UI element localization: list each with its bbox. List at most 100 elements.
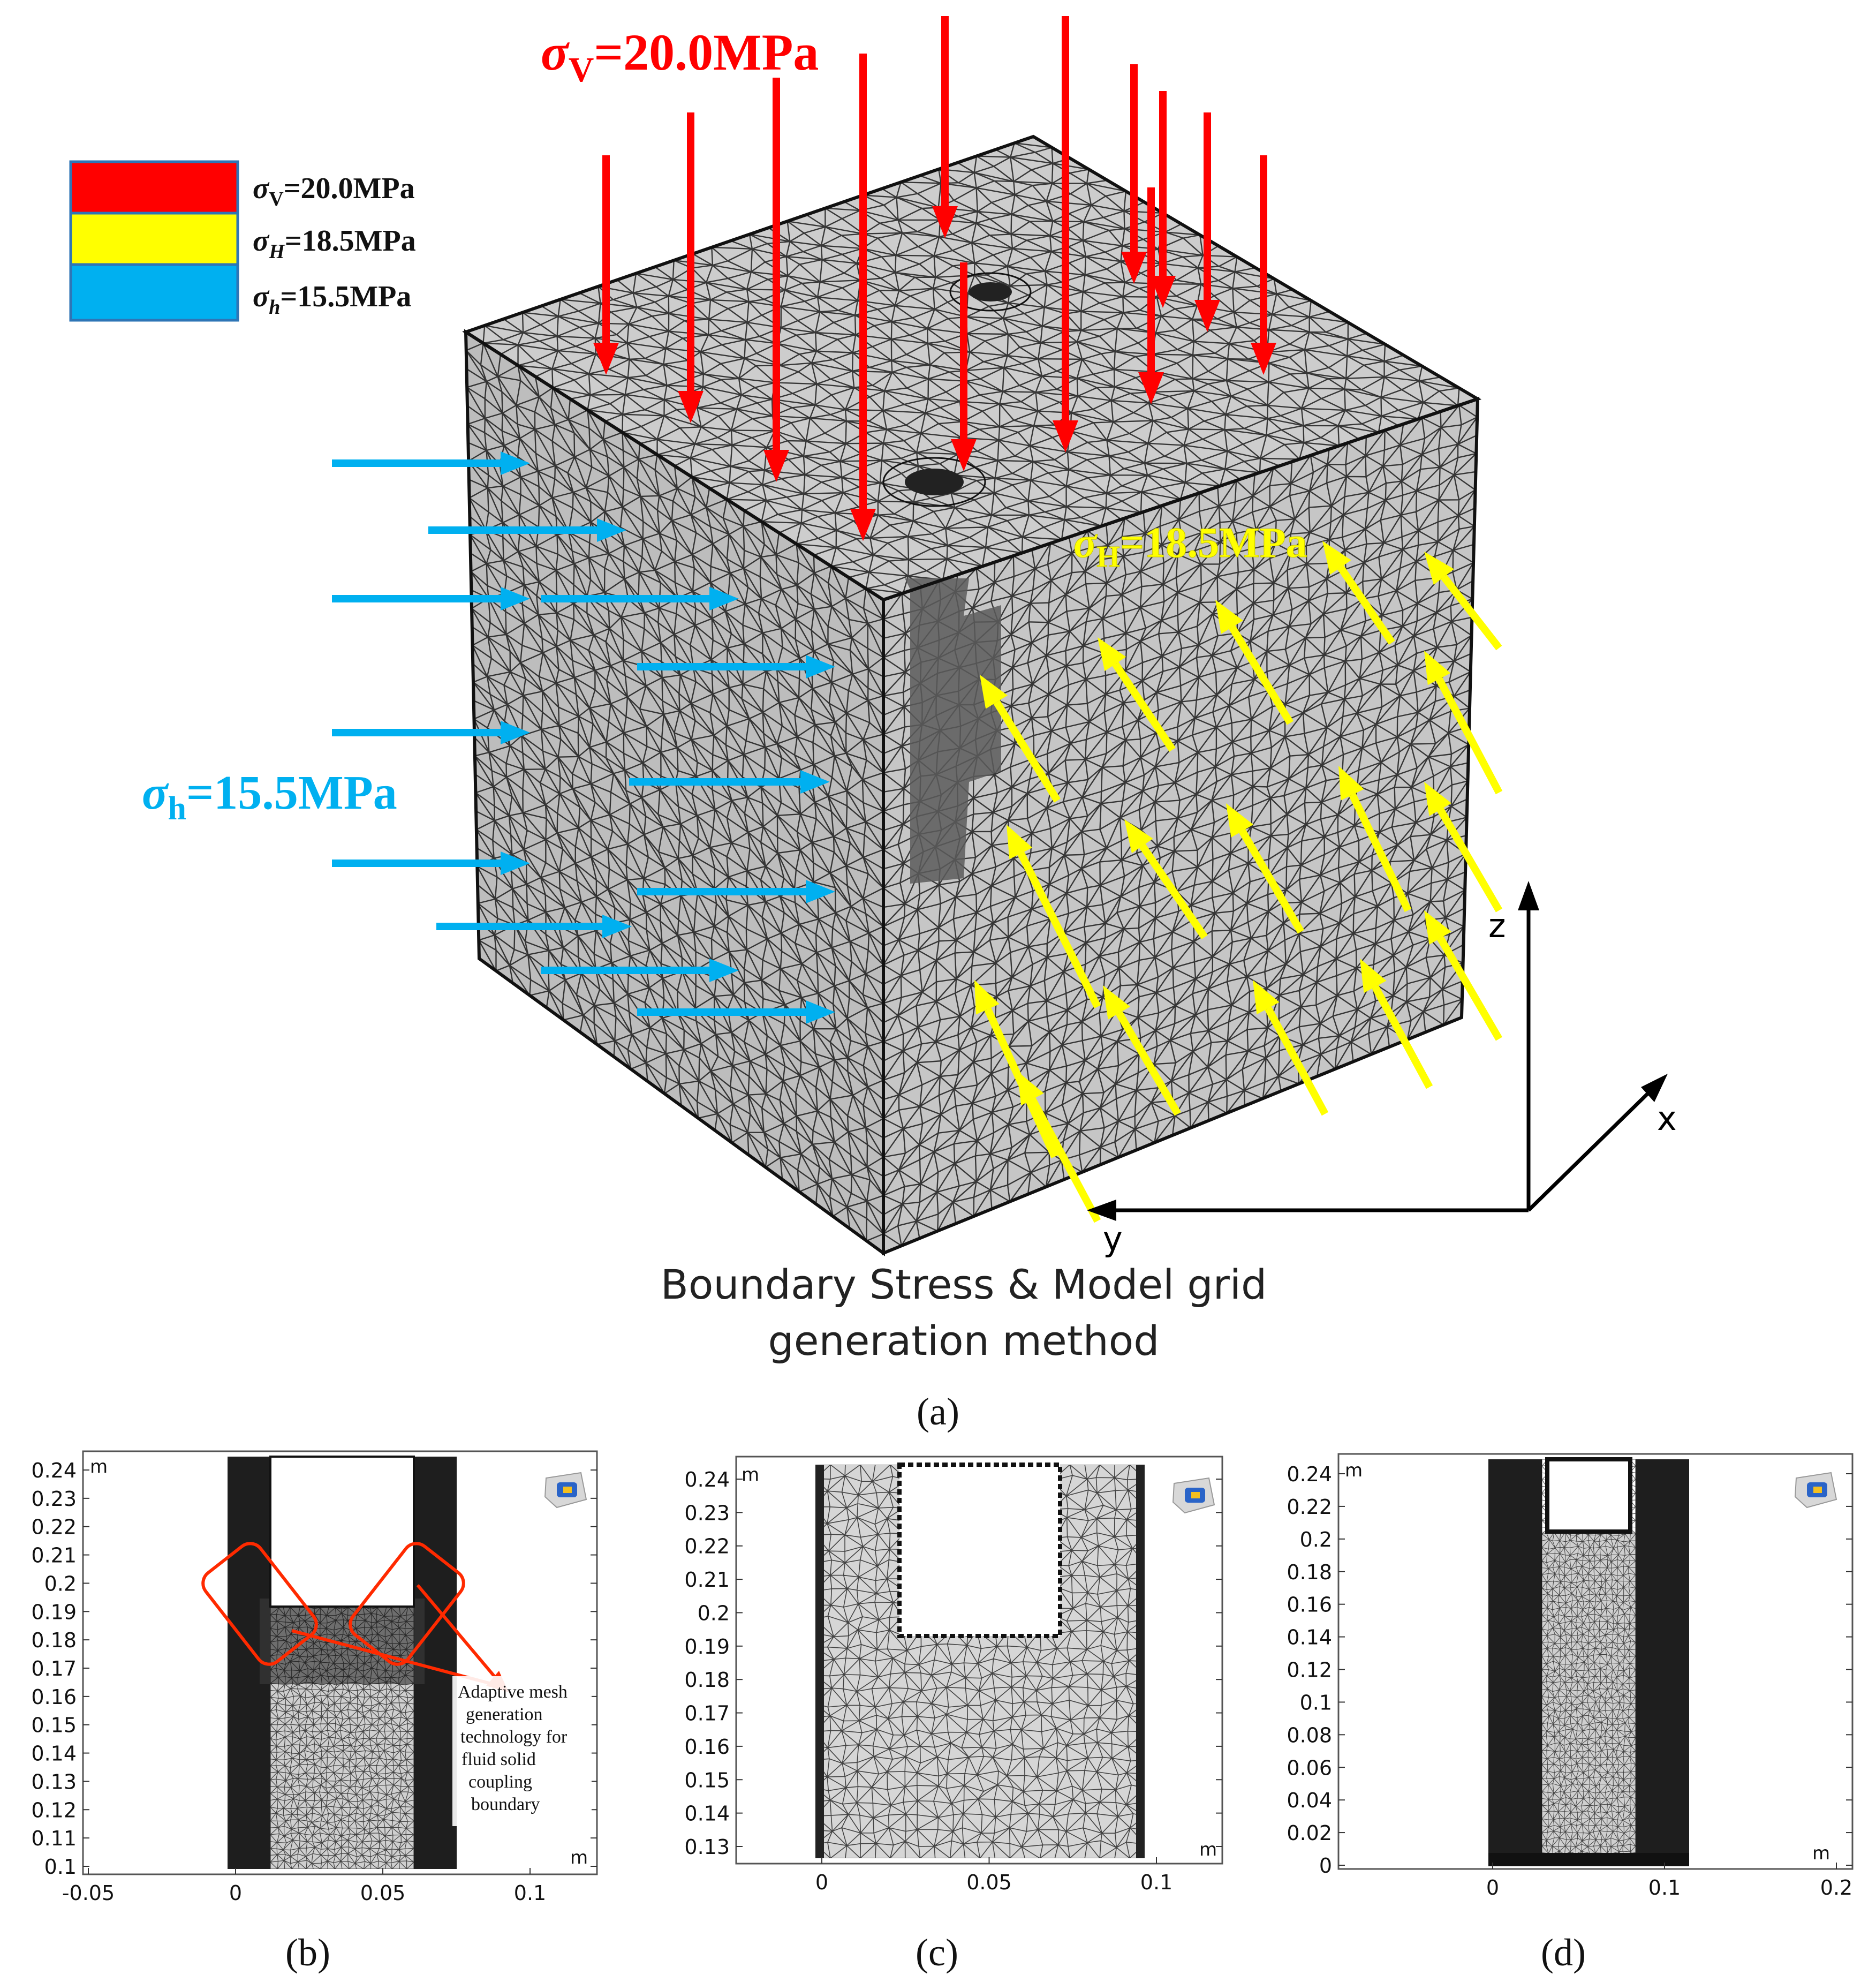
panel-d: 0.240.220.20.180.160.140.120.10.080.060.… (1287, 1453, 1854, 1974)
panel-d-unit-bottom: m (1812, 1843, 1830, 1864)
x-tick-label: 0 (815, 1871, 828, 1894)
hmax-arrow-head (1424, 552, 1454, 585)
panel-c-edge-left (815, 1465, 824, 1858)
hmax-arrow-shaft (1229, 625, 1293, 725)
callout-box-left (201, 1542, 318, 1666)
y-tick-label: 0.14 (1287, 1626, 1332, 1649)
callout-line-right (416, 1584, 505, 1688)
y-tick-label: 0.2 (44, 1572, 77, 1595)
panel-d-unit-top: m (1345, 1460, 1363, 1481)
y-tick-label: 0.12 (31, 1798, 77, 1822)
panel-b-logo-icon (544, 1472, 587, 1509)
coordinate-axes: z x y (1087, 881, 1677, 1258)
sigma-v-label: σV=20.0MPa (541, 24, 819, 89)
axis-y-label: y (1103, 1219, 1123, 1258)
sigma-hmin-label: σh=15.5MPa (142, 766, 397, 827)
hmax-arrow-head (1322, 541, 1351, 575)
legend-label-h-max: σH=18.5MPa (253, 224, 416, 263)
hmin-arrow-head (806, 655, 835, 679)
vertical-arrow-head (1138, 372, 1164, 404)
hmin-arrow-head (501, 451, 530, 475)
axis-x-label: x (1657, 1099, 1677, 1138)
borehole-top-mesh-core (905, 469, 964, 495)
hmax-arrow-shaft (1435, 677, 1503, 795)
panel-b-annotation: Adaptive mesh generation technology for … (458, 1682, 568, 1814)
hmax-arrow-shaft (1239, 829, 1305, 934)
vertical-arrow-head (1053, 420, 1078, 453)
panel-b-unit-bottom: m (570, 1847, 588, 1868)
panel-a-caption-line1: Boundary Stress & Model grid (661, 1261, 1267, 1308)
axis-x-arrowhead (1641, 1074, 1668, 1102)
panel-d-bottom-band (1488, 1853, 1689, 1866)
y-tick-label: 0.23 (684, 1501, 730, 1525)
y-tick-label: 0.1 (44, 1855, 77, 1879)
borehole-top-mesh (882, 457, 986, 507)
panel-b-unit-top: m (90, 1456, 108, 1478)
x-tick-label: 0.1 (514, 1881, 546, 1905)
x-tick-label: 0 (1486, 1876, 1499, 1899)
y-tick-label: 0.18 (1287, 1561, 1332, 1584)
hmax-arrow-shaft (1265, 1006, 1329, 1116)
x-tick-label: 0.2 (1820, 1876, 1852, 1899)
vertical-arrow-head (1150, 276, 1176, 308)
annotation-line-5: coupling (468, 1772, 532, 1792)
annotation-line-1: Adaptive mesh (458, 1682, 568, 1702)
x-tick-label: 0.1 (1648, 1876, 1681, 1899)
hmin-arrow-head (709, 587, 739, 610)
y-tick-label: 0.19 (684, 1635, 730, 1659)
hmax-arrow-shaft (1372, 985, 1433, 1089)
x-tick-label: 0.1 (1140, 1871, 1172, 1894)
panel-b: 0.240.230.220.210.20.190.180.170.160.150… (31, 1450, 598, 1974)
callout-box-right (349, 1542, 465, 1666)
panel-c: 0.240.230.220.210.20.190.180.170.160.150… (684, 1456, 1223, 1974)
y-tick-label: 0.16 (1287, 1593, 1332, 1617)
panel-a: σV=20.0MPa σH=18.5MPa σh=15.5MPa σV=20.0… (69, 16, 1677, 1433)
y-tick-label: 0.08 (1287, 1723, 1332, 1747)
hmax-arrow-head (1007, 825, 1033, 860)
legend-swatch-h-min (69, 263, 239, 322)
hmax-arrow-shaft (1112, 662, 1176, 752)
y-tick-label: 0.14 (31, 1742, 77, 1766)
hmax-arrow-shaft (1441, 575, 1502, 651)
left-face-mesh (466, 332, 883, 1253)
vertical-arrow-head (951, 439, 977, 471)
y-tick-label: 0.17 (684, 1702, 730, 1725)
hmin-arrow-head (597, 518, 626, 542)
panel-d-cavity (1545, 1457, 1632, 1534)
y-tick-label: 0.1 (1300, 1691, 1332, 1714)
vertical-stress-arrows (593, 16, 1276, 541)
hmax-arrow-head (1124, 819, 1153, 854)
panel-c-edge-right (1136, 1465, 1145, 1858)
y-tick-label: 0.15 (31, 1714, 77, 1737)
hmax-arrow-shaft (1116, 1011, 1182, 1116)
y-tick-label: 0.2 (698, 1601, 730, 1625)
mesh-cube (462, 134, 1482, 1256)
hmax-arrow-shaft (1139, 843, 1208, 939)
y-tick-label: 0.18 (31, 1629, 77, 1652)
panel-d-wall-left (1488, 1459, 1542, 1866)
hmin-arrow-head (806, 880, 835, 903)
y-tick-label: 0.16 (31, 1685, 77, 1709)
y-tick-label: 0.24 (1287, 1463, 1332, 1486)
legend-label-h-min: σh=15.5MPa (253, 280, 411, 319)
vertical-arrow-head (1121, 252, 1147, 284)
y-tick-label: 0.19 (31, 1600, 77, 1624)
hmax-arrow-shaft (993, 700, 1061, 803)
y-tick-label: 0.21 (684, 1568, 730, 1592)
hmax-arrow-head (1424, 651, 1451, 685)
axis-z-arrowhead (1518, 881, 1539, 910)
x-tick-label: -0.05 (62, 1881, 115, 1905)
hmax-arrow-head (974, 980, 1000, 1015)
min-horizontal-stress-arrows (332, 451, 835, 1024)
panel-c-label: (c) (916, 1931, 958, 1974)
panel-c-cavity (897, 1463, 1062, 1638)
hmax-arrow-shaft (1437, 808, 1503, 913)
panel-d-wall-right (1636, 1459, 1689, 1866)
hmin-arrow-head (501, 721, 530, 744)
legend: σV=20.0MPa σH=18.5MPa σh=15.5MPa (69, 160, 416, 322)
vertical-arrow-head (678, 391, 703, 423)
hmin-arrow-head (800, 770, 830, 794)
y-tick-label: 0.16 (684, 1735, 730, 1759)
wellhead-mesh (949, 272, 1032, 312)
vertical-arrow-head (1194, 300, 1220, 332)
